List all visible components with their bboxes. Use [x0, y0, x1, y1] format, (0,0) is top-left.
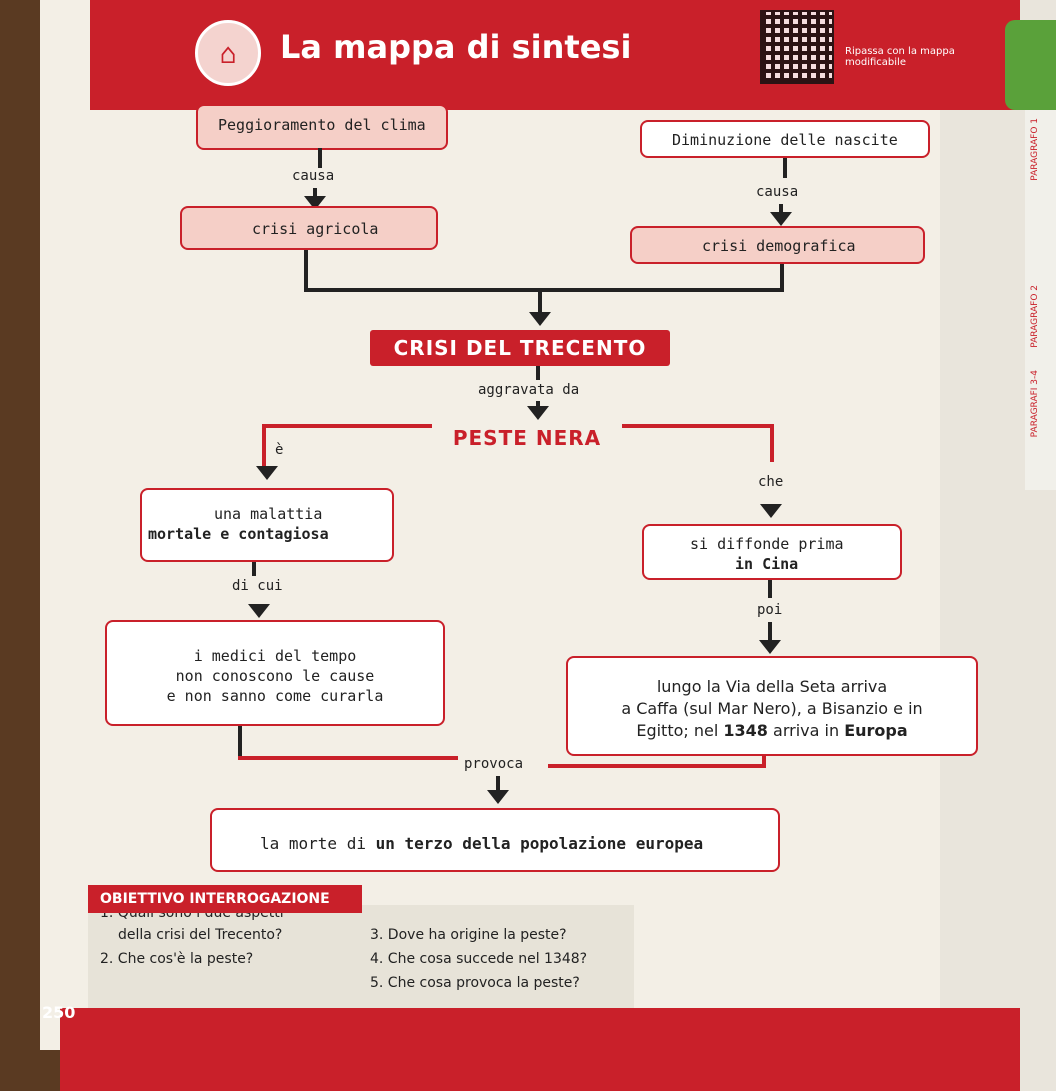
- diminuzione-box: Diminuzione delle nascite: [640, 120, 930, 158]
- peste-nera-title: PESTE NERA: [432, 420, 622, 456]
- question-5: 5. Che cosa provoca la peste?: [370, 975, 580, 991]
- medici-box: i medici del tempo non conoscono le caus…: [105, 620, 445, 726]
- connector: [536, 366, 540, 380]
- causa-label-left: causa: [292, 168, 335, 184]
- map-logo-icon: ⌂: [195, 20, 261, 86]
- arrow-down-icon: [256, 466, 278, 480]
- provoca-label: provoca: [464, 756, 524, 772]
- connector: [768, 622, 772, 640]
- side-tabs: [1025, 110, 1056, 490]
- page-title: La mappa di sintesi: [280, 28, 632, 66]
- task-box: 1. Quali sono i due aspetti della crisi …: [88, 905, 634, 1027]
- arrow-down-icon: [770, 212, 792, 226]
- qr-caption: Ripassa con la mappa modificabile: [845, 46, 955, 68]
- question-2: 2. Che cos'è la peste?: [100, 951, 254, 967]
- page-number: 250: [42, 1003, 76, 1022]
- side-tab-paragrafo-2: PARAGRAFO 2: [1030, 285, 1040, 348]
- e-label: è: [275, 442, 284, 458]
- connector: [783, 158, 787, 178]
- connector: [304, 250, 308, 290]
- causa-label-right: causa: [756, 184, 799, 200]
- arrow-down-icon: [759, 640, 781, 654]
- connector: [252, 562, 256, 576]
- connector: [536, 401, 540, 407]
- connector: [538, 290, 542, 312]
- question-1-cont: della crisi del Trecento?: [118, 927, 283, 943]
- side-tab-paragrafi-3-4: PARAGRAFI 3-4: [1030, 370, 1040, 438]
- bottom-band: [60, 1008, 1020, 1091]
- merge-line: [304, 288, 784, 292]
- side-tab-paragrafo-1: PARAGRAFO 1: [1030, 118, 1040, 181]
- aggravata-da-label: aggravata da: [478, 382, 580, 398]
- connector: [762, 756, 766, 768]
- malattia-box: una malattia mortale e contagiosa: [140, 488, 394, 562]
- merge-line: [238, 756, 458, 760]
- connector: [496, 776, 500, 790]
- crisi-demografica-box: crisi demografica: [630, 226, 925, 264]
- arrow-down-icon: [487, 790, 509, 804]
- merge-line: [548, 764, 766, 768]
- connector: [780, 264, 784, 292]
- qr-code-icon[interactable]: [760, 10, 834, 84]
- via-seta-box: lungo la Via della Seta arriva a Caffa (…: [566, 656, 978, 756]
- morte-box: la morte di un terzo della popolazione e…: [210, 808, 780, 872]
- question-3: 3. Dove ha origine la peste?: [370, 927, 567, 943]
- arrow-down-icon: [760, 504, 782, 518]
- di-cui-label: di cui: [232, 578, 283, 594]
- peggioramento-box: Peggioramento del clima: [196, 104, 448, 150]
- connector: [262, 426, 266, 470]
- connector: [770, 426, 774, 462]
- question-4: 4. Che cosa succede nel 1348?: [370, 951, 588, 967]
- arrow-down-icon: [529, 312, 551, 326]
- diffonde-box: si diffonde prima in Cina: [642, 524, 902, 580]
- bookmark-tab: [1005, 20, 1056, 110]
- poi-label: poi: [757, 602, 783, 618]
- connector: [238, 726, 242, 760]
- arrow-down-icon: [527, 406, 549, 420]
- connector: [768, 580, 772, 598]
- crisi-trecento-title: CRISI DEL TRECENTO: [370, 330, 670, 366]
- connector: [318, 148, 322, 168]
- arrow-down-icon: [248, 604, 270, 618]
- connector: [779, 204, 783, 212]
- task-header: OBIETTIVO INTERROGAZIONE: [88, 885, 362, 913]
- che-label: che: [758, 474, 784, 490]
- crisi-agricola-box: crisi agricola: [180, 206, 438, 250]
- connector: [313, 188, 317, 196]
